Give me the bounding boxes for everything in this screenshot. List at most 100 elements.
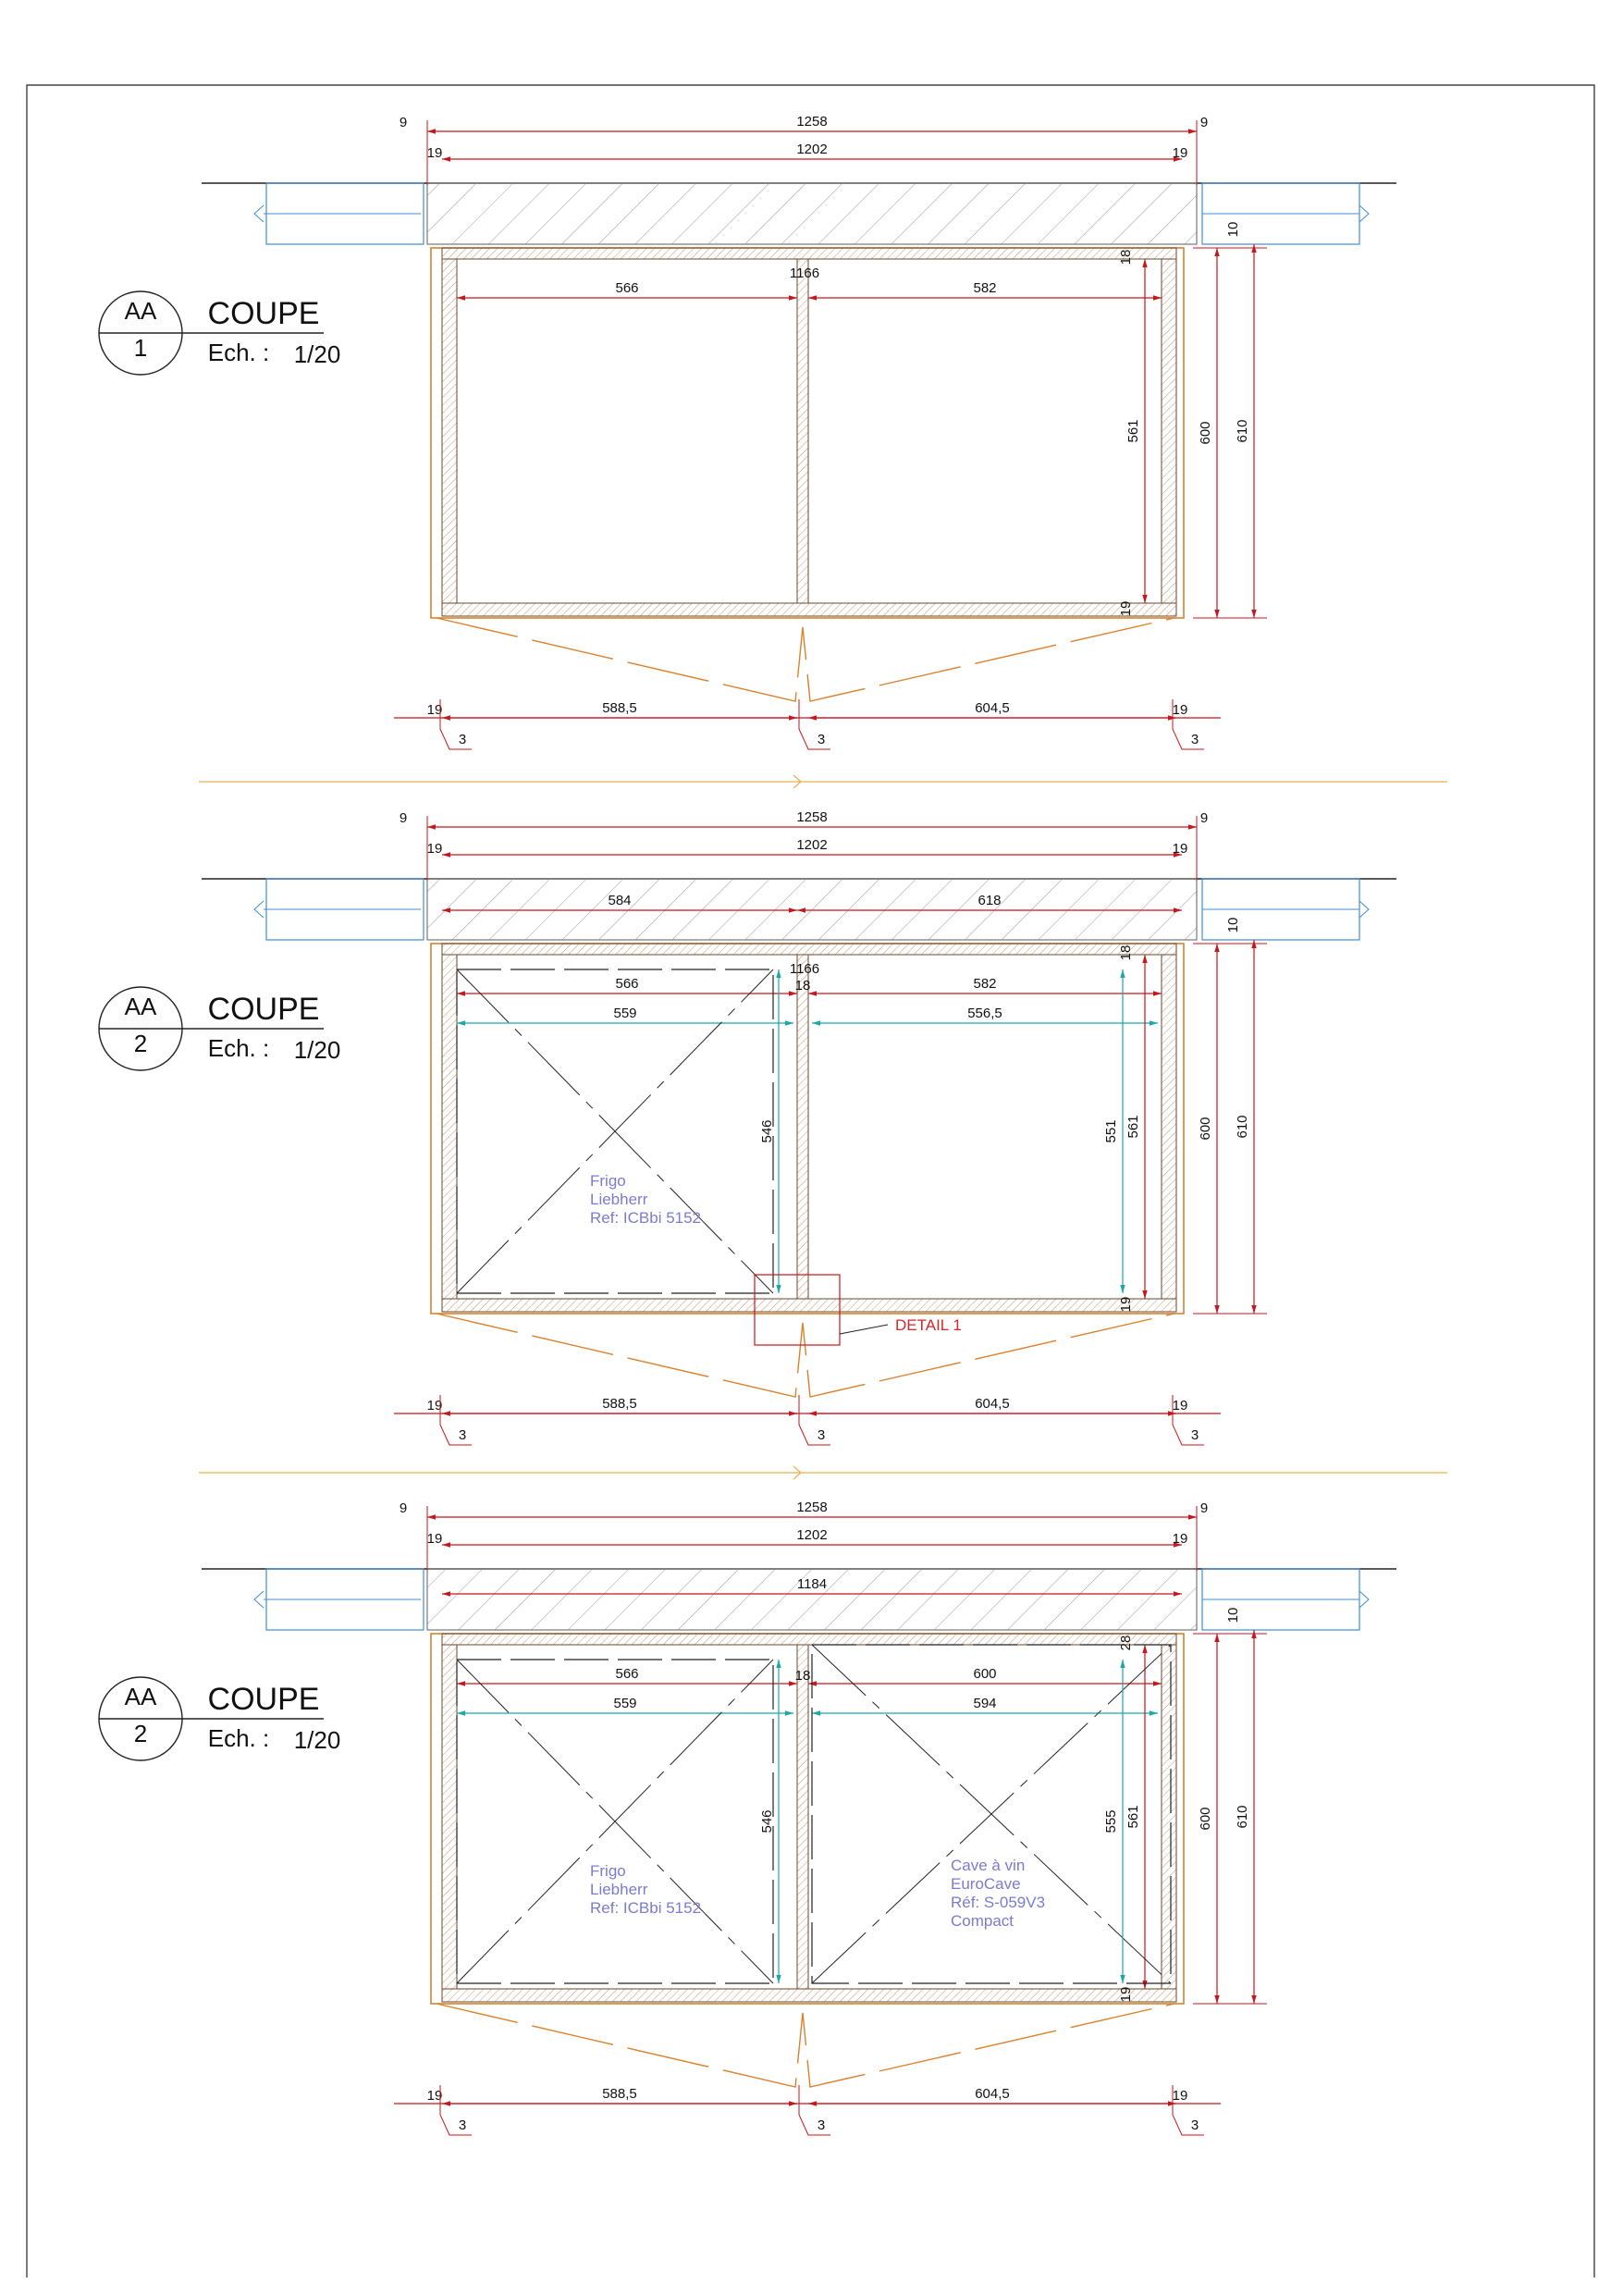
dim-counter-thickness: 10 [1225,222,1241,238]
bubble-top-label: AA [125,993,157,1020]
dim-gap-small: 3 [459,2117,466,2133]
dim-gap-small: 3 [459,1427,466,1443]
wall-left-break [253,1590,264,1609]
center-divider [796,1644,809,1990]
dim-side-right: 19 [1173,1531,1188,1547]
note-left-line: Liebherr [590,1191,648,1208]
detail-label: DETAIL 1 [895,1316,962,1334]
side-panel-left [441,954,458,1300]
dim-inner-height: 561 [1125,1805,1141,1828]
note-left-line: Ref: ICBbi 5152 [590,1899,701,1917]
dim-appliance-left-width: 559 [613,1006,636,1021]
dim-inner-height: 561 [1125,1115,1141,1138]
top-panel [441,943,1177,956]
dim-appliance-right-width: 556,5 [967,1006,1002,1021]
gap-leader [1172,1395,1204,1446]
center-divider [796,954,809,1300]
dim-gap-right: 19 [1173,2088,1188,2104]
dim-overall-width: 1258 [796,1500,827,1515]
dim-inner-width: 1202 [796,142,827,157]
dim-counter-thickness: 10 [1225,1608,1241,1623]
front-door-swing [436,2003,1175,2088]
note-right-line: Compact [951,1912,1014,1930]
dim-gap-left: 19 [427,2088,443,2104]
dim-interior-width: 1166 [790,961,819,977]
gap-leader [439,699,472,750]
dim-bay-right: 582 [973,280,996,296]
appliance-right-box-diag-b [811,1644,1172,1984]
dim-carcass-height: 600 [1198,421,1213,444]
section-separators [199,774,1447,1480]
dim-top-seg-left: 584 [608,893,631,908]
dim-gap-left: 19 [427,702,443,718]
dim-front-left: 588,5 [602,1396,637,1412]
note-left-line: Liebherr [590,1881,648,1898]
dim-total-height: 610 [1235,1805,1250,1828]
dim-edge-left: 9 [400,115,407,130]
dim-appliance-right-height: 555 [1103,1809,1119,1833]
dim-edge-right: 9 [1200,810,1208,826]
dim-overall-width: 1258 [796,114,827,130]
appliance-right-box-outline [811,1644,1172,1984]
dim-gap-right: 19 [1173,1398,1188,1413]
dim-total-height: 610 [1235,1115,1250,1138]
dim-edge-left: 9 [400,810,407,826]
dim-edge-left: 9 [400,1500,407,1516]
plinth [436,2003,1175,2088]
counter-top [426,182,1198,245]
note-right-line: EuroCave [951,1875,1021,1893]
plinth [436,1313,1175,1398]
bottom-panel [441,1988,1177,2003]
dim-appliance-right-width: 594 [973,1696,996,1711]
detail-box [754,1274,841,1346]
side-panel-left [441,1644,458,1990]
wall-right-break [1359,1590,1370,1609]
wall-left-break [253,900,264,919]
dim-gap-small: 3 [1191,2117,1199,2133]
dim-bay-left: 566 [615,280,638,296]
bottom-panel [441,602,1177,617]
dim-bay-right: 582 [973,976,996,992]
dim-divider: 18 [795,1668,811,1684]
note-right-line: Cave à vin [951,1857,1025,1874]
gap-leader [439,1395,472,1446]
dim-divider: 18 [795,978,811,994]
section-title: COUPE [208,992,320,1027]
cabinet [430,1633,1185,2005]
plinth [436,617,1175,702]
dim-gap-small: 3 [818,732,825,747]
appliance-left-box-diag-b [456,1659,774,1984]
bubble-top-label: AA [125,1683,157,1710]
dim-carcass-height: 600 [1198,1807,1213,1830]
dim-top-panel: 18 [1118,250,1134,265]
sheet-frame [26,84,1595,2277]
side-panel-right [1161,258,1177,604]
dim-appliance-left-width: 559 [613,1696,636,1711]
note-left-line: Frigo [590,1172,626,1190]
dim-front-right: 604,5 [975,2086,1010,2102]
dim-gap-left: 19 [427,1398,443,1413]
dim-total-height: 610 [1235,419,1250,442]
dim-gap-small: 3 [818,1427,825,1443]
dim-gap-right: 19 [1173,702,1188,718]
scale-label: Ech. : [208,339,269,366]
top-panel [441,1633,1177,1646]
dim-bay-right: 600 [973,1666,996,1682]
appliance-left-box-diag-b [456,969,774,1294]
side-panel-left [441,258,458,604]
dim-overall-width: 1258 [796,809,827,825]
gap-leader [798,2085,830,2136]
wall-right-break [1359,900,1370,919]
dim-inner-height: 561 [1125,419,1141,442]
note-left-line: Ref: ICBbi 5152 [590,1209,701,1227]
dim-gap-small: 3 [1191,732,1199,747]
front-door-swing [436,1313,1175,1398]
gap-leader [1172,2085,1204,2136]
dim-side-right: 19 [1173,145,1188,161]
